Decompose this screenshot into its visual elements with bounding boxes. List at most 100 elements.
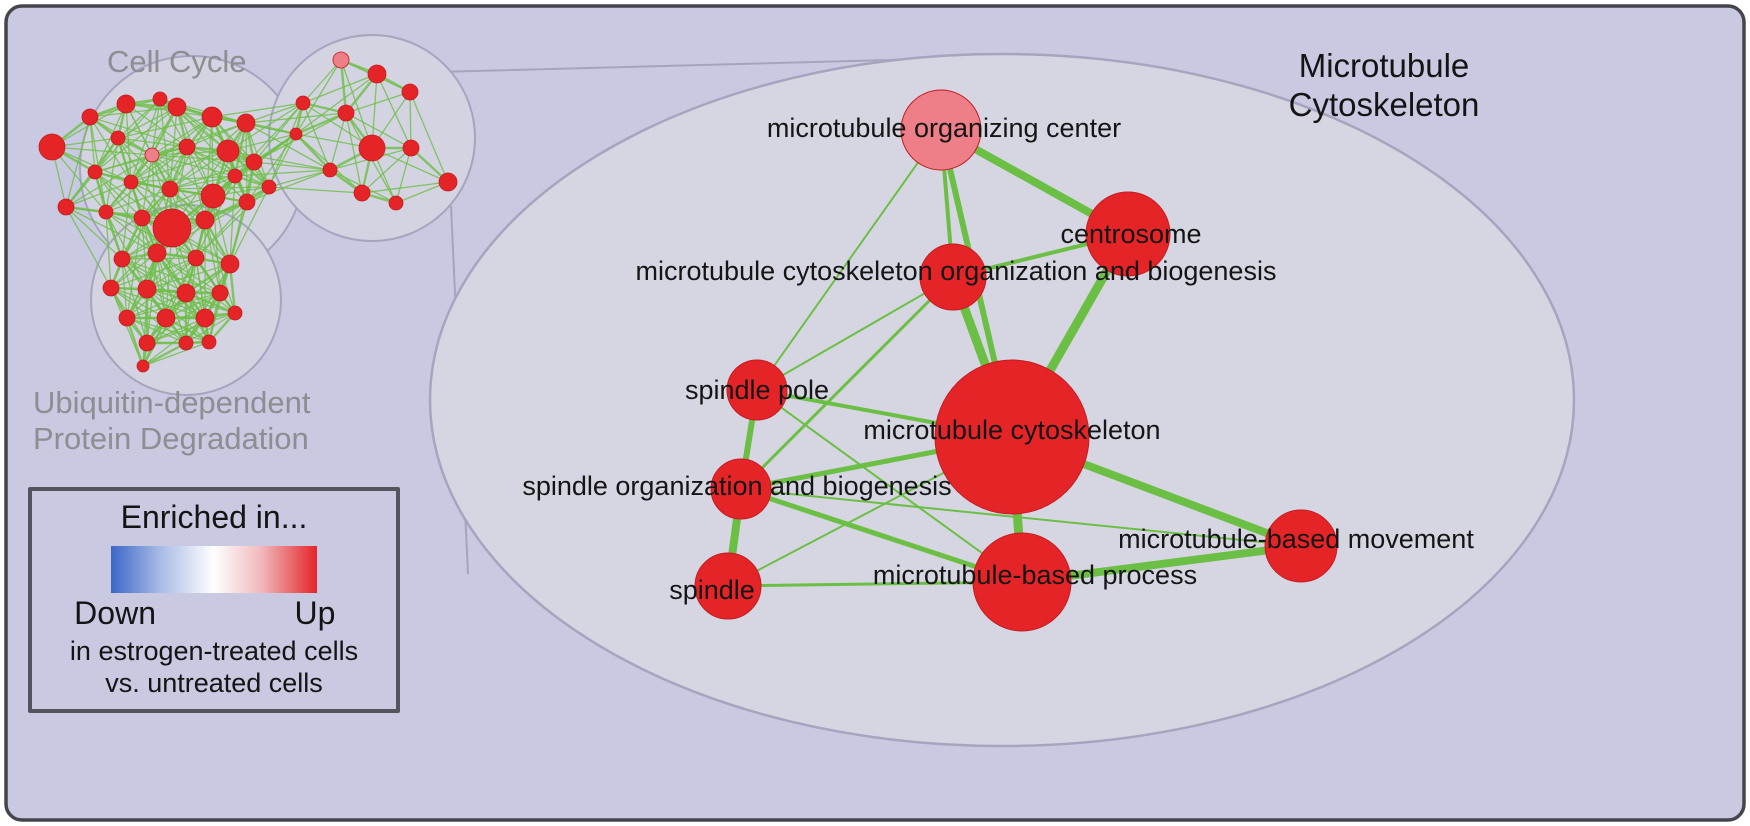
overview-node [152,91,168,107]
overview-edge [105,137,119,213]
legend-caption-line2: vs. untreated cells [105,668,323,698]
overview-edge [295,133,331,171]
overview-edge [204,219,221,294]
main-nodes [694,89,1338,632]
overview-edge [142,288,148,367]
overview-edge [51,146,107,213]
overview-node [98,204,114,220]
overview-edge [371,147,449,183]
overview-edge [227,102,304,152]
overview-edge [110,257,197,289]
overview-edge [142,341,187,368]
overview-edge [94,171,143,219]
edge-mco-sob [739,275,955,491]
overview-node [367,64,387,84]
overview-edge [156,252,167,319]
node-mc [934,359,1090,515]
overview-edge [141,146,188,219]
overview-node [195,210,215,230]
overview-edge [169,150,229,190]
overview-edge [302,102,373,149]
node-mbp [972,532,1072,632]
overview-edge [395,147,412,204]
overview-node [402,139,420,157]
overview-edge [65,154,153,208]
overview-edge [212,195,221,294]
cluster-label-microtubule: Microtubule Cytoskeleton [1278,46,1490,124]
overview-edge [345,112,412,149]
overview-node [332,51,350,69]
cluster-label-ubiquitin: Ubiquitin-dependent Protein Degradation [33,385,311,457]
overview-node [201,334,217,350]
overview-edge [146,257,197,344]
overview-node [161,180,179,198]
overview-edge [234,169,331,177]
overview-node [136,359,150,373]
overview-node [227,305,243,321]
overview-node [289,127,303,141]
overview-edge [126,292,221,319]
node-spindle [694,552,762,620]
cluster-label-microtubule-line2: Cytoskeleton [1288,86,1480,123]
overview-node [337,104,355,122]
overview-edge [141,175,236,219]
overview-edge [185,312,236,344]
overview-edge [376,73,412,149]
overview-edge [126,292,187,319]
overview-node [110,130,126,146]
overview-node [261,179,277,195]
overview-edge [245,102,304,124]
edge-spindle_pole-mbp [756,389,1023,583]
overview-edge [65,116,91,208]
legend-scale-labels: Down Up [74,595,335,633]
overview-edge [125,317,145,367]
overview-edge [151,116,213,156]
overview-node [220,254,240,274]
node-mbm [1264,509,1338,583]
legend-down-label: Down [74,595,156,631]
overview-node [238,193,256,211]
overview-node [216,139,240,163]
overview-node [138,334,156,352]
overview-edge [227,150,331,171]
overview-edge [117,137,188,148]
overview-node [201,106,223,128]
edge-mco-spindle_pole [756,276,954,391]
overview-edge [246,169,331,203]
node-moc [900,89,982,171]
overview-node [81,108,99,126]
overview-node [38,133,66,161]
overview-edge [340,59,373,149]
overview-edge [268,133,297,188]
node-spindle_pole [726,359,788,421]
overview-node [167,97,187,117]
overview-node [178,138,196,156]
node-label-spindle: spindle [669,575,755,605]
overview-edge [302,59,342,104]
node-centrosome [1085,191,1171,277]
node-mco [919,243,987,311]
overview-edge [156,252,236,314]
cluster-label-cell-cycle: Cell Cycle [107,44,247,79]
overview-edge [89,116,96,173]
overview-edge [94,106,178,173]
overview-edge [146,317,206,344]
overview-edge [169,122,247,190]
overview-edge [302,102,331,171]
overview-edge [130,146,188,183]
legend-up-label: Up [294,595,336,631]
overview-node [87,164,103,180]
overview-edge [110,252,158,289]
overview-edge [211,102,304,118]
overview-edge [51,146,153,156]
node-label-mco: microtubule cytoskeleton organization an… [636,256,1277,286]
overview-edge [169,161,255,190]
overview-edge [186,122,247,148]
node-label-mbp: microtubule-based process [873,560,1197,590]
overview-edge [268,186,363,194]
overview-edge [186,146,270,188]
overview-edge [245,112,347,124]
overview-edge [146,263,231,290]
overview-edge [105,211,112,289]
overview-node [123,174,139,190]
